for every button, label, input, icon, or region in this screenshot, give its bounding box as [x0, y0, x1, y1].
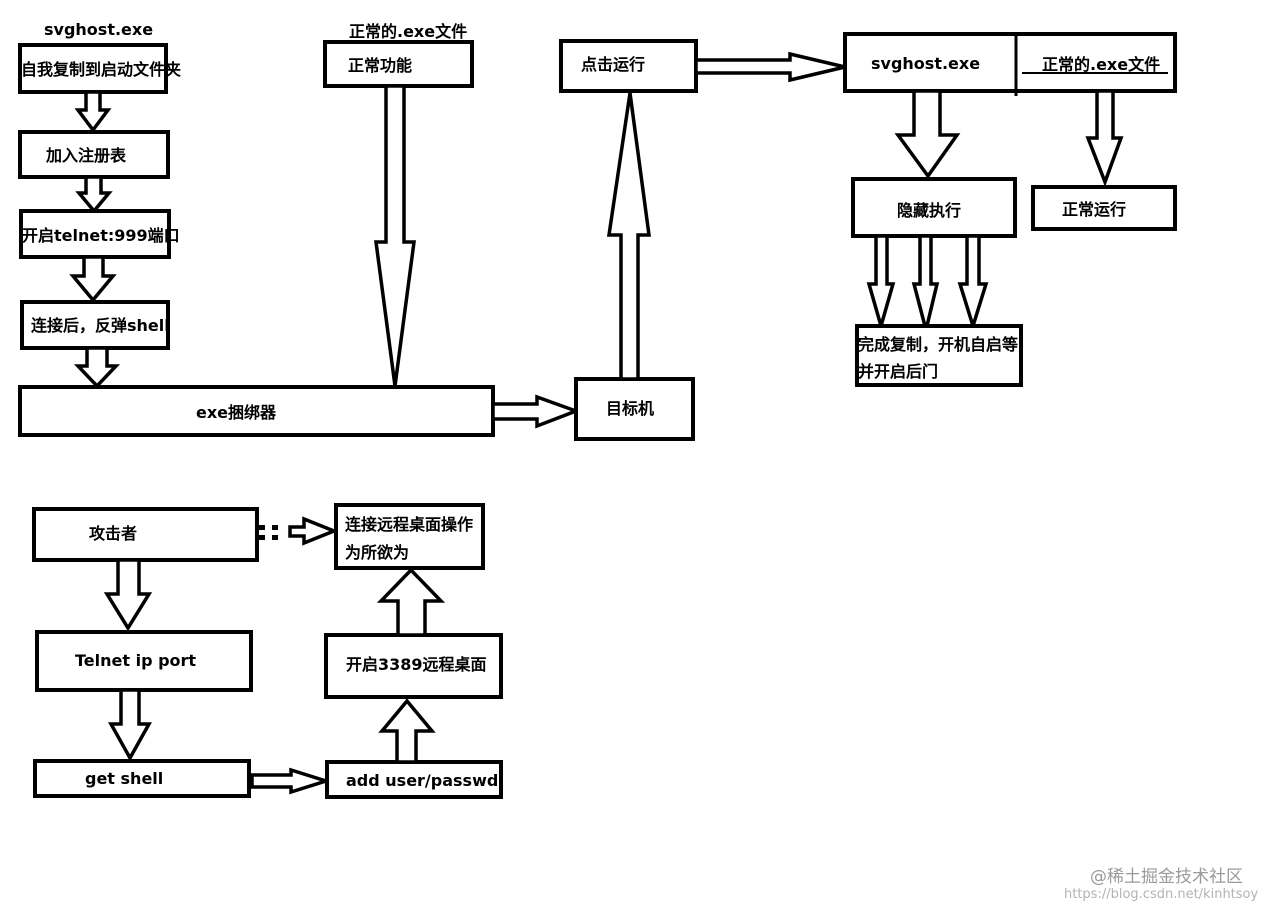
svghost-run-label: svghost.exe [871, 54, 980, 73]
attacker-box [32, 507, 259, 562]
reverse-shell-label: 连接后，反弹shell [31, 316, 170, 335]
watermark-url: https://blog.csdn.net/kinhtsoy [1064, 887, 1259, 902]
self-copy-label: 自我复制到启动文件夹 [21, 60, 181, 79]
arrow-hidden-to-done-1 [866, 234, 896, 333]
arrow-normal-to-binder [374, 84, 416, 387]
dotted-arrow-dash-1 [259, 525, 265, 530]
arrow-down-2 [75, 175, 113, 214]
click-run-label: 点击运行 [581, 55, 645, 74]
open-telnet-label: 开启telnet:999端口 [22, 226, 180, 245]
svghost-title: svghost.exe [44, 20, 153, 39]
done-label-line2: 并开启后门 [858, 362, 938, 381]
normal-function-label: 正常功能 [348, 56, 412, 75]
arrow-target-to-click [606, 92, 651, 381]
dotted-arrow-dash-2 [259, 535, 265, 540]
arrow-down-1 [74, 90, 112, 133]
get-shell-label: get shell [85, 769, 163, 788]
arrow-getshell-to-adduser [250, 767, 332, 795]
arrow-telnet-to-getshell [108, 688, 152, 762]
target-label: 目标机 [606, 399, 654, 418]
dotted-arrow-dash-3 [272, 525, 278, 530]
arrow-svghost-to-hidden [894, 89, 961, 179]
dotted-arrow-dash-4 [272, 535, 278, 540]
arrow-down-4 [73, 346, 121, 389]
hidden-exec-box [851, 177, 1017, 238]
arrow-down-3 [69, 255, 117, 303]
hidden-exec-label: 隐藏执行 [897, 201, 961, 220]
run-result-box [843, 32, 1177, 93]
add-registry-label: 加入注册表 [45, 146, 127, 165]
dotted-arrow-head [288, 516, 339, 546]
reverse-shell-box [20, 300, 170, 350]
remote-desktop-line2: 为所欲为 [345, 543, 409, 562]
arrow-click-to-svghost [694, 51, 846, 83]
binder-label: exe捆绑器 [196, 403, 277, 422]
arrow-adduser-to-3389 [378, 698, 436, 764]
arrow-hidden-to-done-3 [957, 234, 989, 332]
add-user-box [325, 760, 503, 799]
watermark-brand: @稀土掘金技术社区 [1090, 867, 1243, 887]
telnet-box [35, 630, 253, 692]
normal-run-label: 正常运行 [1062, 200, 1126, 219]
attacker-label: 攻击者 [89, 524, 137, 543]
arrow-3389-to-remote [376, 567, 446, 637]
arrow-binder-to-target [491, 394, 582, 429]
get-shell-box [33, 759, 251, 798]
target-box [574, 377, 695, 441]
arrow-hidden-to-done-2 [911, 234, 940, 331]
telnet-label: Telnet ip port [75, 651, 196, 670]
remote-desktop-box [334, 503, 485, 570]
remote-desktop-line1: 连接远程桌面操作 [345, 515, 473, 534]
open-3389-label: 开启3389远程桌面 [346, 655, 487, 674]
normal-exe-run-label: 正常的.exe文件 [1042, 55, 1160, 74]
done-label-line1: 完成复制，开机自启等 [858, 335, 1018, 354]
normal-run-box [1031, 185, 1177, 231]
normal-exe-title: 正常的.exe文件 [349, 22, 467, 41]
arrow-attacker-to-telnet [103, 558, 153, 632]
click-run-box [559, 39, 698, 93]
open-3389-box [324, 633, 503, 699]
done-box [855, 324, 1023, 387]
add-user-label: add user/passwd [346, 771, 498, 790]
arrow-normal-to-run [1085, 89, 1124, 187]
